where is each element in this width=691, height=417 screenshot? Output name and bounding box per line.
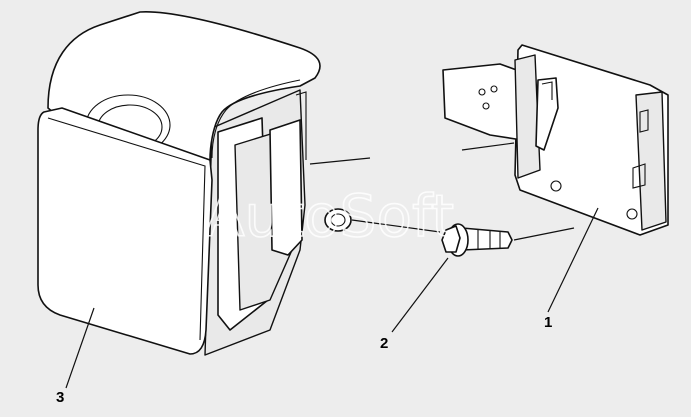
cover-top-cap [47, 11, 321, 161]
cover-front-face [37, 107, 213, 355]
cover-screw-boss [324, 208, 352, 232]
cover-cap-seam [211, 79, 301, 159]
bracket-lug-hole-3 [482, 102, 490, 110]
bracket-bent-flange [514, 54, 541, 179]
callout-2: 2 [380, 335, 388, 352]
bolt-threads [477, 230, 501, 249]
callout-1: 1 [544, 314, 552, 331]
watermark-text: AutoSoft [205, 182, 454, 250]
leader-line-2 [391, 257, 449, 333]
part-1-bracket [442, 44, 669, 236]
bracket-lug-hole-2 [490, 85, 498, 93]
bolt-hex-head [441, 225, 461, 253]
cover-screw-boss-hole [330, 213, 346, 227]
axis-line-bolt-right [513, 227, 575, 241]
bracket-hole-corner [626, 208, 638, 220]
bracket-lug-hole-1 [478, 88, 486, 96]
assembly-axis-lines [309, 142, 575, 241]
axis-line-bolt-left [351, 219, 441, 233]
bracket-hole-main [550, 180, 562, 192]
bracket-edge-rail [635, 91, 667, 231]
cover-rear-lip [295, 91, 307, 160]
leader-line-1 [547, 207, 599, 313]
part-2-bolt [441, 223, 513, 257]
bracket-clip-slot [541, 81, 553, 100]
axis-line-upper-right [461, 142, 515, 151]
bracket-rail-slot-2 [632, 163, 646, 189]
axis-line-upper-left [309, 157, 371, 165]
callout-3: 3 [56, 389, 64, 406]
bracket-rail-slot-1 [639, 109, 649, 133]
part-3-cover [37, 11, 352, 356]
cover-front-edge [47, 117, 206, 341]
leader-line-3 [65, 307, 95, 389]
bolt-shank [461, 227, 513, 251]
cover-mount-boss [269, 119, 303, 256]
bracket-side-lug [442, 63, 523, 141]
